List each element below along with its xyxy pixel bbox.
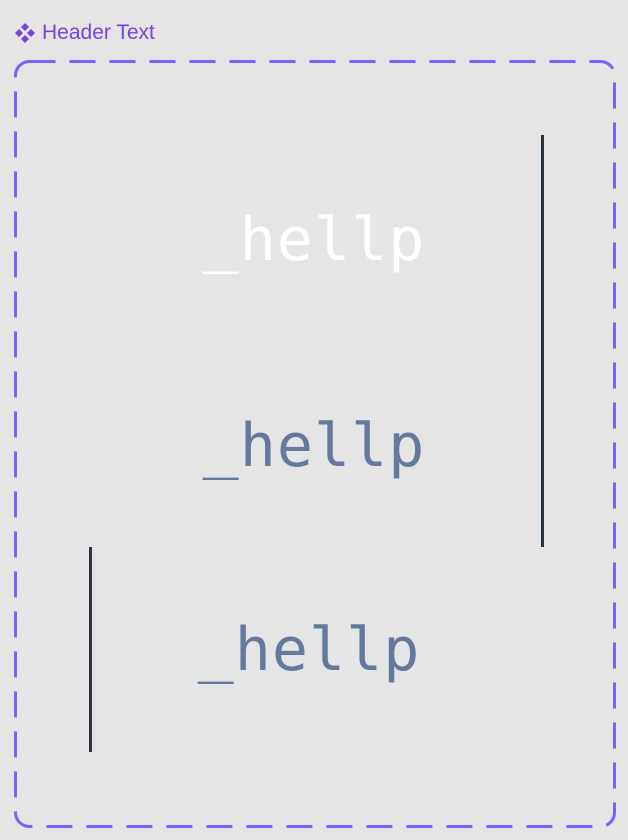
component-header[interactable]: Header Text: [14, 20, 155, 46]
header-text: Header Text: [42, 21, 155, 44]
dashed-border: [14, 60, 616, 828]
divider-line-right: [541, 135, 544, 547]
variant-set-frame[interactable]: [14, 60, 616, 828]
text-variant-white[interactable]: _hellp: [202, 205, 426, 275]
text-variant-slate[interactable]: _hellp: [202, 411, 426, 481]
component-icon: [15, 23, 35, 43]
divider-line-left: [89, 547, 92, 752]
text-variant-slate-secondary[interactable]: _hellp: [197, 615, 421, 685]
